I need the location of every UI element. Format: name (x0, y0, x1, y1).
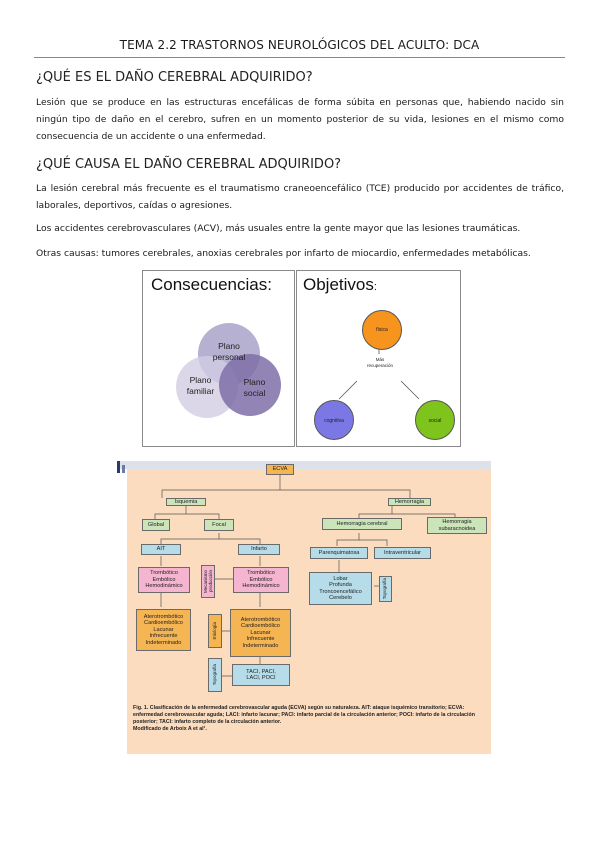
mecanismo-label-text: Mecanismo producción (203, 569, 213, 593)
paragraph-otras-causas: Otras causas: tumores cerebrales, anoxia… (36, 248, 531, 259)
objetivos-title-colon: : (373, 281, 377, 293)
topografia2-label-text: Topografía (382, 578, 388, 600)
document-title: TEMA 2.2 TRASTORNOS NEUROLÓGICOS DEL ACU… (119, 38, 480, 52)
figure-corner-mark (117, 461, 125, 473)
heading-que-es: ¿QUÉ ES EL DAÑO CEREBRAL ADQUIRIDO? (36, 70, 313, 85)
title-rule (34, 57, 565, 58)
topografia2-label-box: Topografía (379, 576, 392, 602)
figure-caption: Fig. 1. Clasificación de la enfermedad c… (133, 705, 475, 732)
heading-que-causa: ¿QUÉ CAUSA EL DAÑO CEREBRAL ADQUIRIDO? (36, 157, 342, 172)
plano-personal-label: Plano personal (212, 341, 246, 362)
objetivos-title: Objetivos: (303, 275, 377, 295)
consecuencias-panel: Consecuencias: Plano personal Plano fami… (142, 270, 295, 447)
hemorragia-subaracnoidea-box: Hemorragia subaracnoidea (427, 517, 487, 534)
etiologia-label-box: Etiología (208, 614, 222, 648)
plano-familiar-label: Plano familiar (186, 375, 215, 396)
objetivos-title-text: Objetivos (303, 275, 374, 294)
focal-box: Focal (204, 519, 234, 531)
ait-mecanismo-box: Trombótico Embólico Hemodinámico (138, 567, 190, 593)
ait-box: AIT (141, 544, 181, 555)
fisica-label: física (376, 327, 388, 333)
hemorragia-topografia-box: Lobar Profunda Troncoencefálico Cerebelo (309, 572, 372, 605)
ait-etiologia-box: Aterotrombótico Cardioembólico Lacunar I… (136, 609, 191, 651)
infarto-box: Infarto (238, 544, 280, 555)
cognitiva-label: cognitiva (324, 418, 344, 424)
social-label: social (428, 418, 442, 424)
paragraph-tce: La lesión cerebral más frecuente es el t… (36, 183, 564, 211)
etiologia-label-text: Etiología (211, 622, 217, 640)
cognitiva-circle (314, 400, 354, 440)
topografia-label-box: Topografía (208, 658, 222, 692)
plano-social-circle (219, 354, 281, 416)
intraventricular-box: Intraventricular (374, 547, 431, 559)
mecanismo-label-box: Mecanismo producción (201, 565, 215, 598)
parenquimatosa-box: Parenquimatosa (310, 547, 368, 559)
infarto-topografia-box: TACI, PACI, LACI, POCI (232, 664, 290, 686)
topografia-label-text: Topografía (211, 664, 217, 686)
plano-social-label: Plano social (243, 377, 266, 398)
isquemia-box: Isquemia (166, 498, 206, 506)
objetivos-panel: Objetivos: física Más recuperación cogni… (296, 270, 461, 447)
fisica-circle (362, 310, 402, 350)
ecva-root-box: ECVA (266, 464, 294, 475)
mas-recuperacion-label: Más recuperación (366, 357, 393, 368)
infarto-etiologia-box: Aterotrombótico Cardioembólico Lacunar I… (230, 609, 291, 657)
social-circle (415, 400, 455, 440)
figure-top-strip (117, 461, 491, 469)
infarto-mecanismo-box: Trombótico Embólico Hemodinámico (233, 567, 289, 593)
consecuencias-title: Consecuencias: (151, 275, 272, 294)
hemorragia-cerebral-box: Hemorragia cerebral (322, 518, 402, 530)
global-box: Global (142, 519, 170, 531)
paragraph-acv: Los accidentes cerebrovasculares (ACV), … (36, 223, 521, 234)
ecva-figure: ECVA Isquemia Hemorragia Global Focal AI… (117, 461, 491, 754)
paragraph-definicion: Lesión que se produce en las estructuras… (36, 97, 564, 142)
hemorragia-box: Hemorragia (388, 498, 431, 506)
